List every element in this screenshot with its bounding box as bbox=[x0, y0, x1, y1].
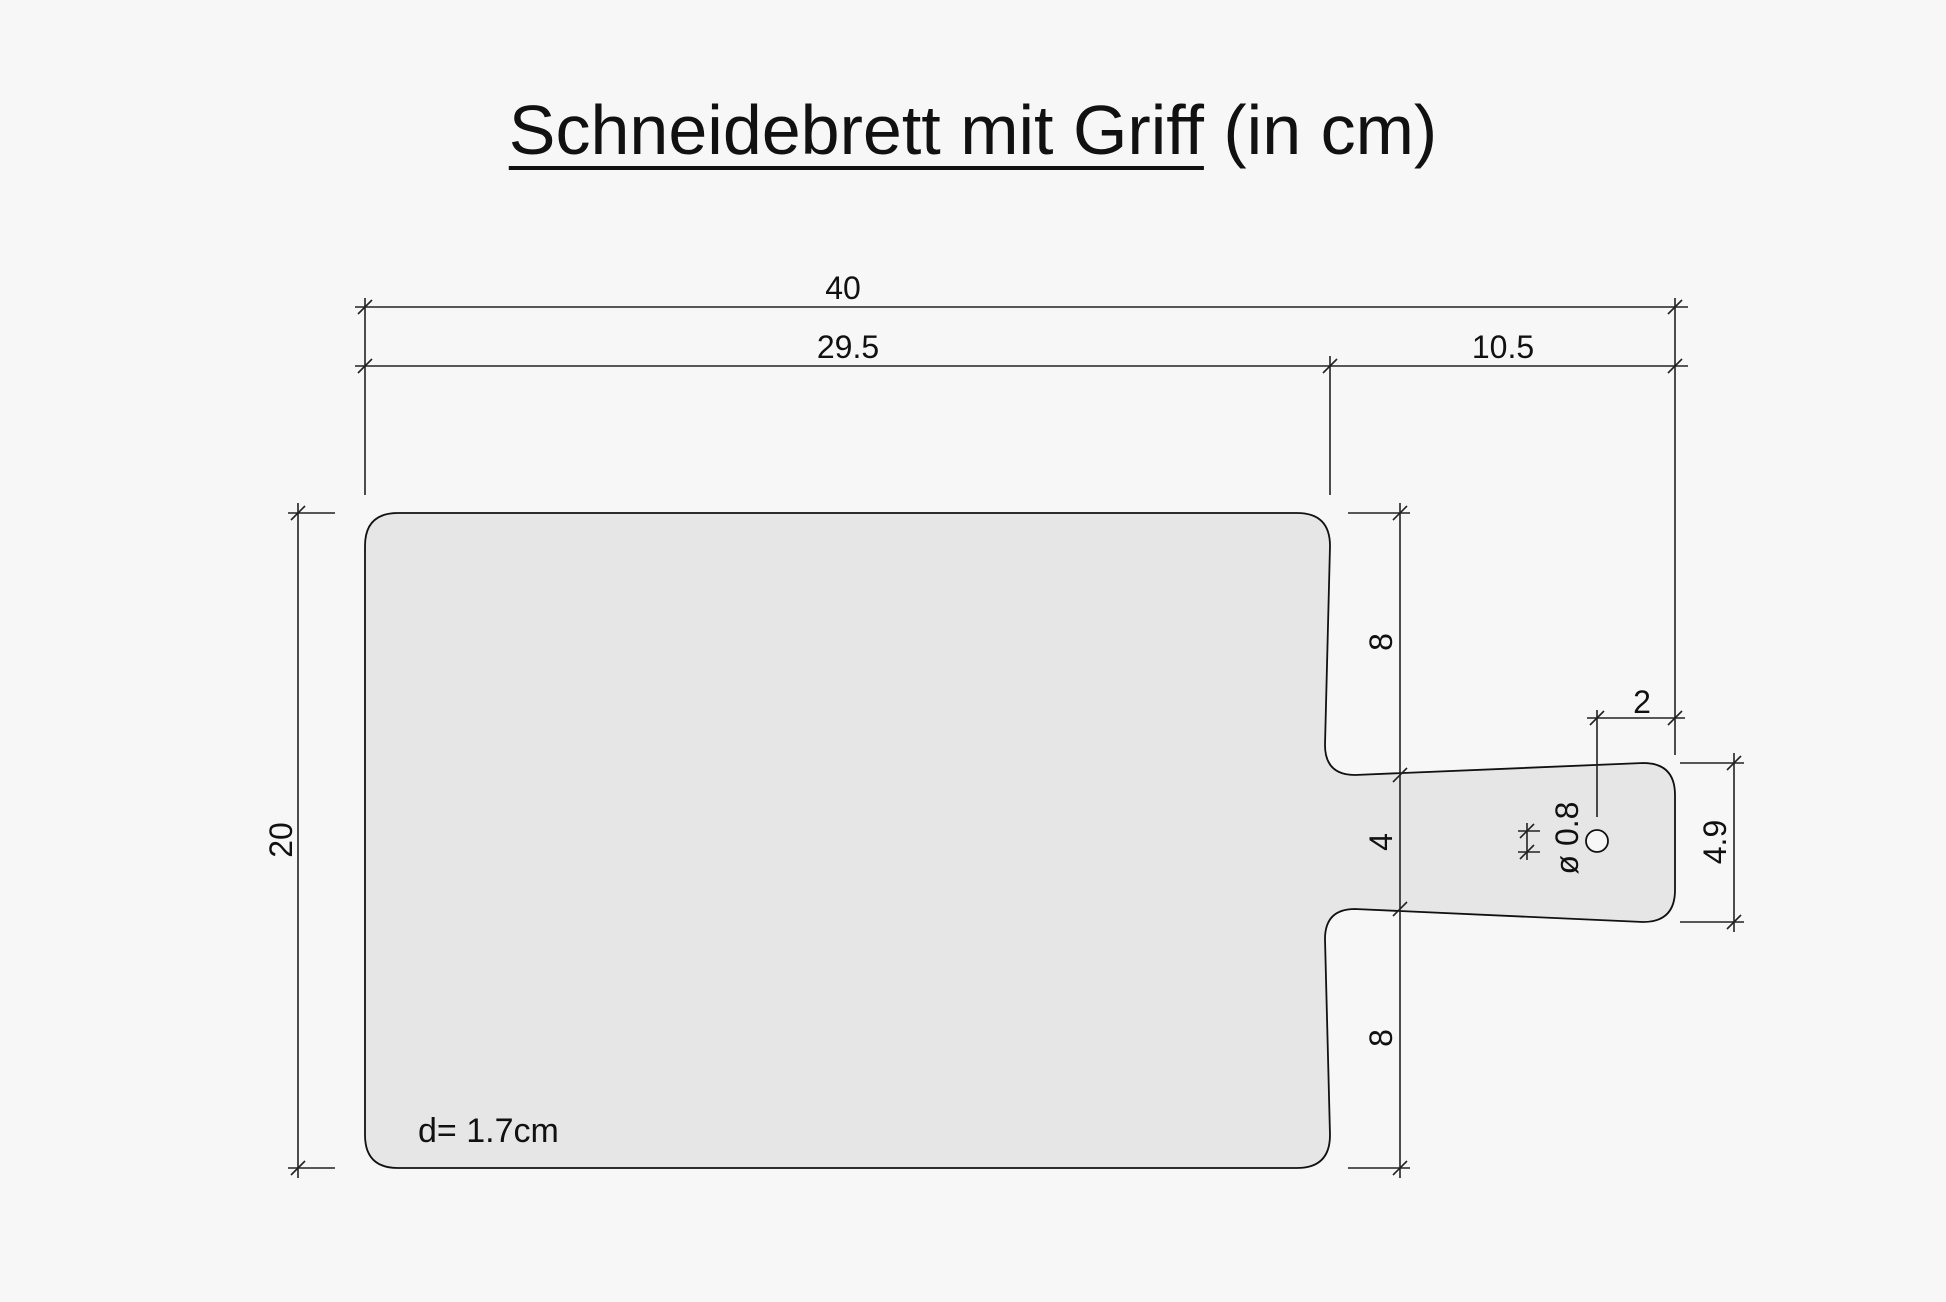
dimension-board-length: 29.5 10.5 bbox=[355, 329, 1688, 495]
label-handle-end-width: 4.9 bbox=[1697, 820, 1733, 864]
hanging-hole bbox=[1585, 829, 1609, 853]
label-board-width: 20 bbox=[263, 822, 299, 858]
title-units: (in cm) bbox=[1203, 91, 1438, 169]
dimension-side-segments: 8 4 8 bbox=[1348, 503, 1410, 1178]
dimension-handle-end-width: 4.9 bbox=[1680, 753, 1744, 932]
label-handle-root-width: 4 bbox=[1363, 833, 1399, 851]
cutting-board-outline bbox=[364, 512, 1676, 1169]
drawing-title: Schneidebrett mit Griff (in cm) bbox=[0, 90, 1946, 170]
dimension-board-width: 20 bbox=[263, 503, 335, 1178]
label-hole-diameter: ø 0.8 bbox=[1549, 802, 1585, 875]
dimension-total-length: 40 bbox=[355, 270, 1688, 755]
label-board-length: 29.5 bbox=[817, 329, 879, 365]
title-main: Schneidebrett mit Griff bbox=[508, 91, 1204, 169]
dimension-hole-diameter: ø 0.8 bbox=[1518, 802, 1585, 875]
thickness-note: d= 1.7cm bbox=[418, 1112, 559, 1150]
label-lower-offset: 8 bbox=[1363, 1029, 1399, 1047]
label-handle-length: 10.5 bbox=[1472, 329, 1534, 365]
label-upper-offset: 8 bbox=[1363, 633, 1399, 651]
label-total-length: 40 bbox=[825, 270, 861, 306]
label-hole-offset: 2 bbox=[1633, 684, 1651, 720]
dimension-hole-offset: 2 bbox=[1587, 684, 1685, 817]
